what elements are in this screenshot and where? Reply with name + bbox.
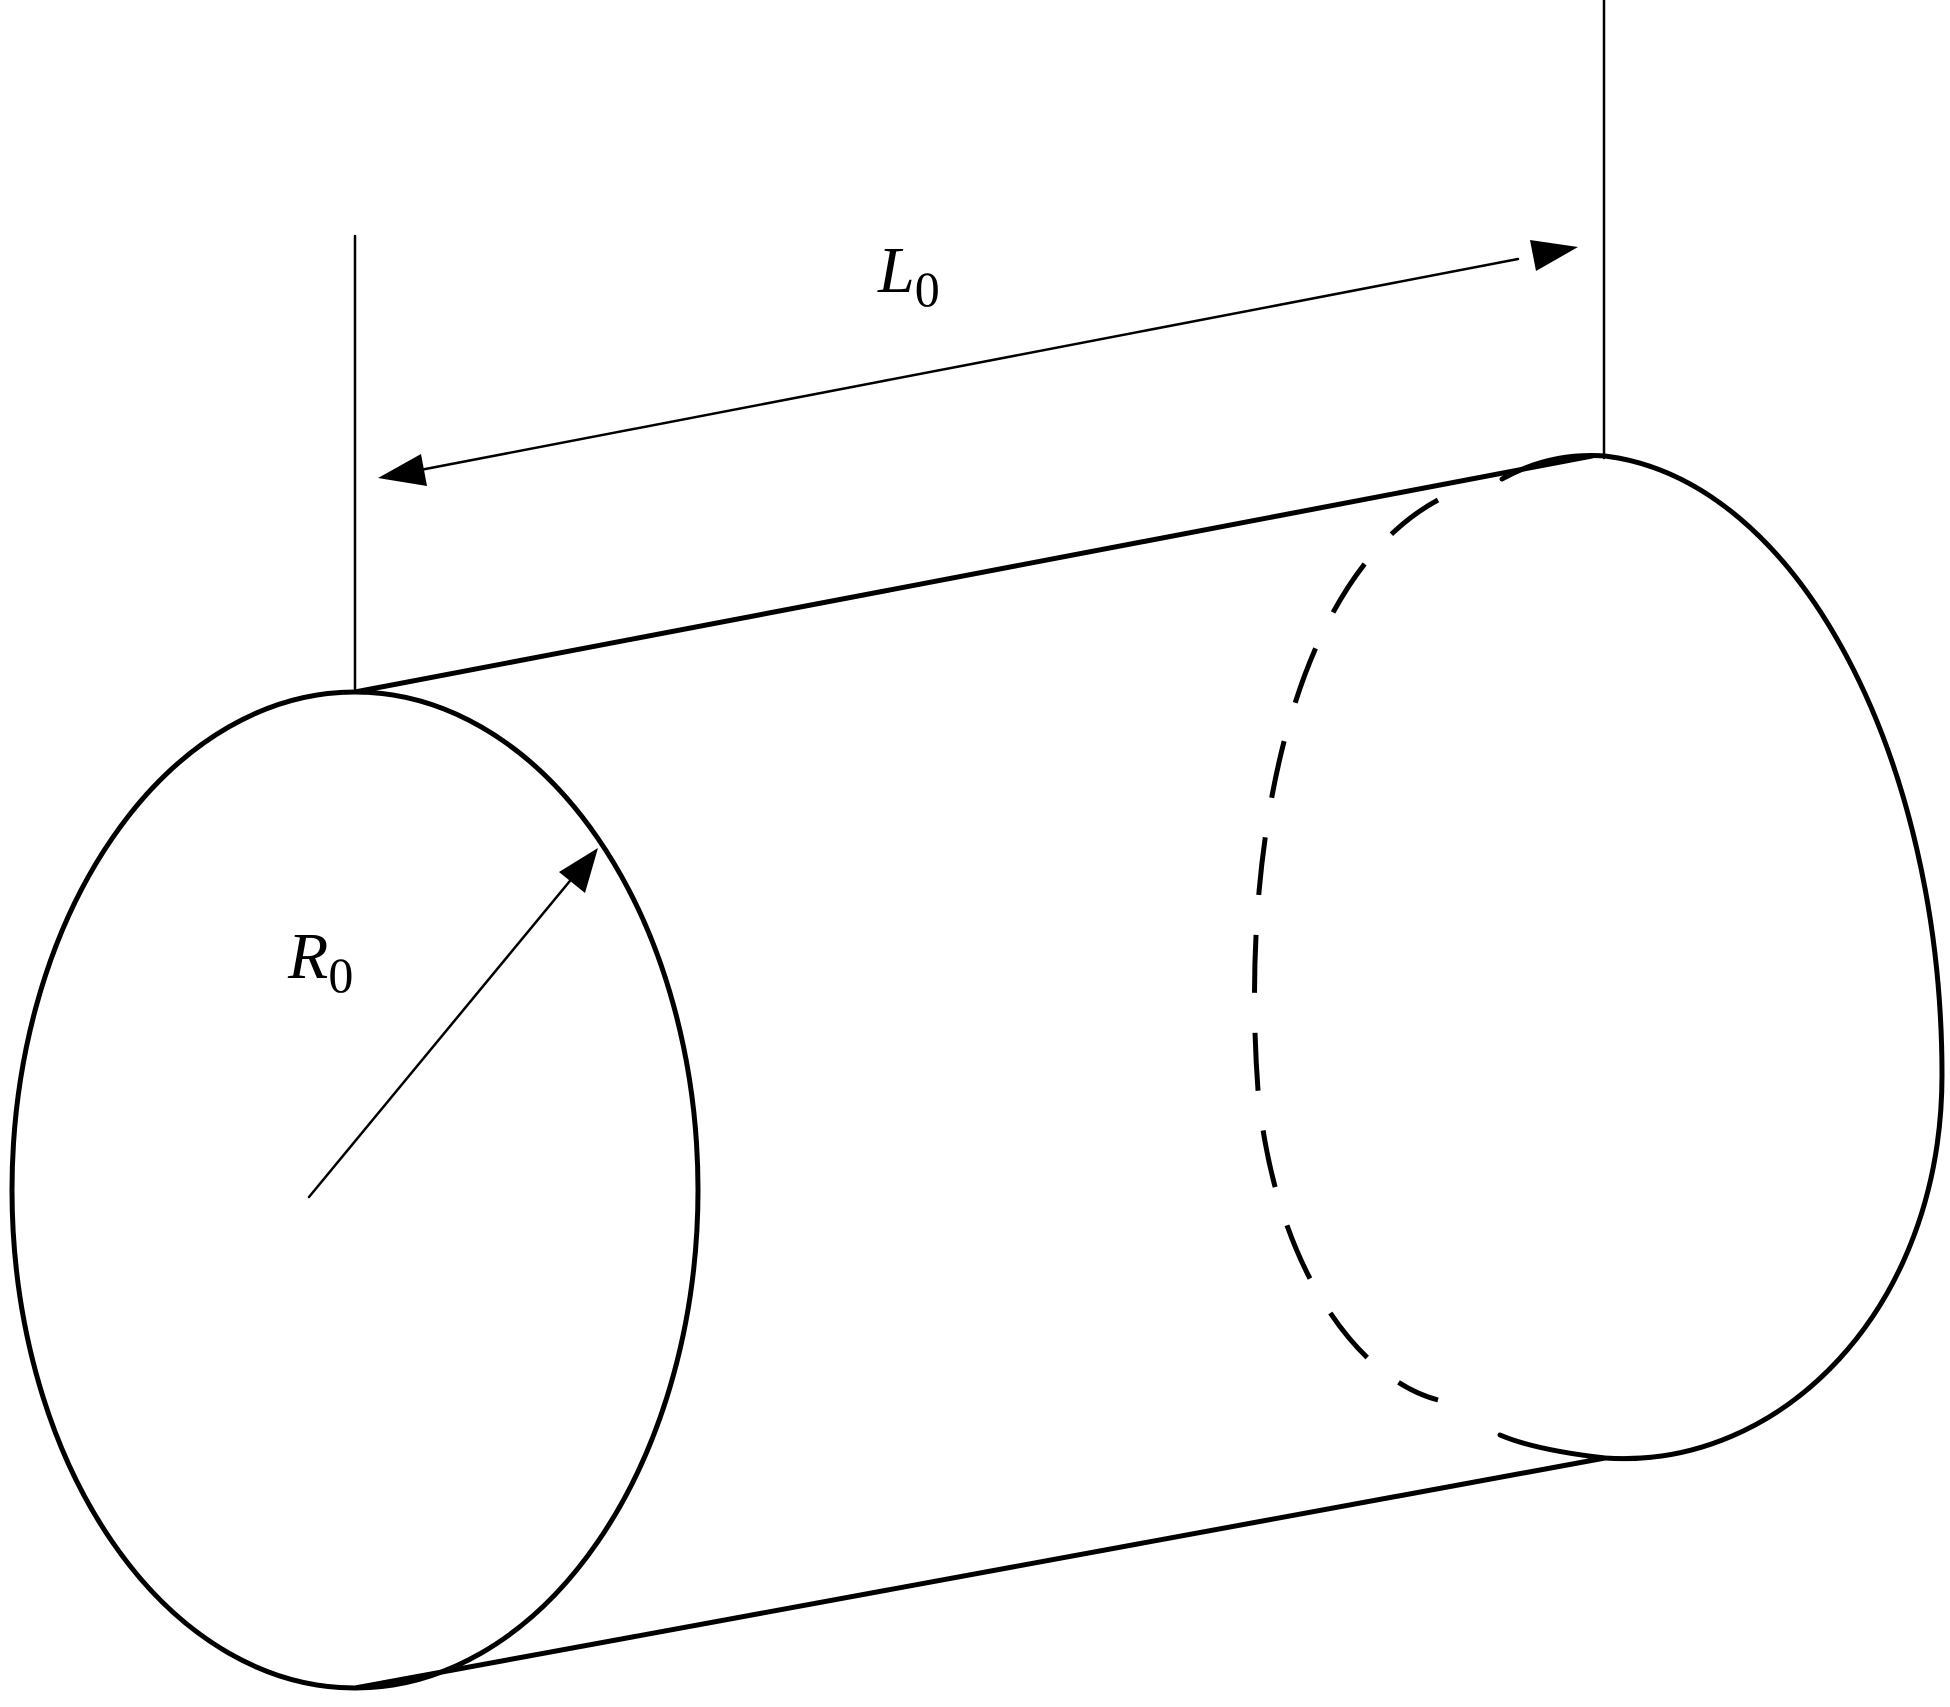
length-arrowhead-right: [1530, 240, 1578, 271]
front-face-ellipse: [9, 689, 701, 1691]
length-label-symbol: L: [877, 234, 915, 307]
radius-label-subscript: 0: [328, 947, 353, 1003]
radius-arrowhead: [559, 848, 598, 893]
length-dimension-line: [413, 257, 1520, 473]
back-face-visible-arc: [1497, 453, 1945, 1462]
length-label: L0: [877, 234, 940, 317]
radius-label: R0: [287, 920, 353, 1003]
back-face-hidden-arc: [1252, 497, 1440, 1403]
cylinder-bottom-edge: [352, 1455, 1608, 1691]
radius-label-symbol: R: [287, 920, 328, 993]
radius-arrow-line: [307, 874, 576, 1199]
cylinder-top-edge: [352, 453, 1595, 695]
length-label-subscript: 0: [915, 261, 940, 317]
length-arrowhead-left: [378, 454, 427, 486]
